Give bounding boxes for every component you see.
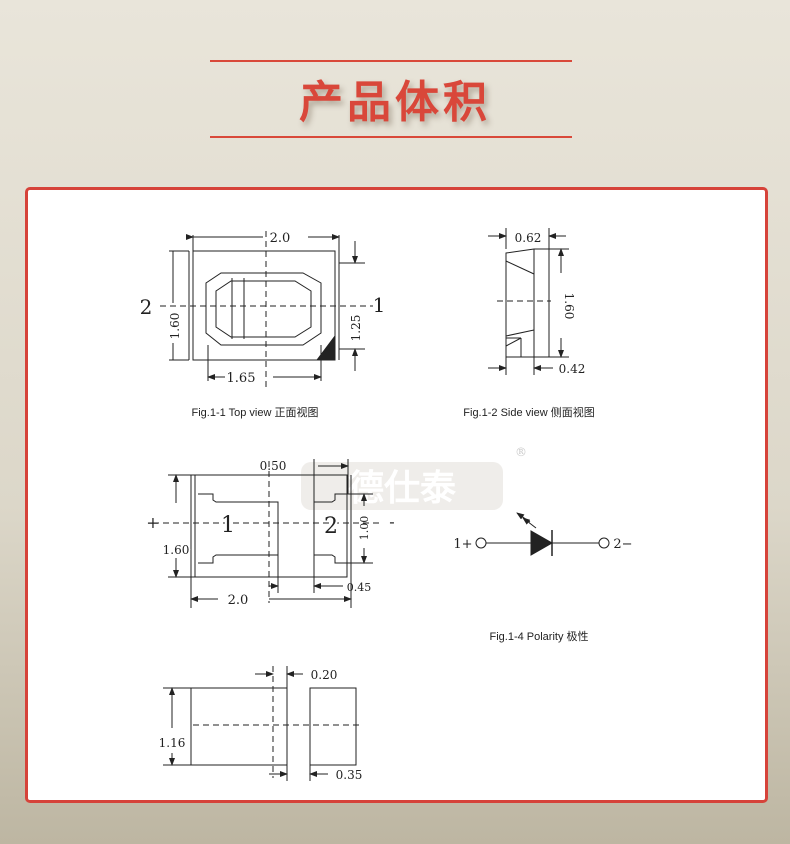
top-view-drawing	[160, 231, 373, 388]
footprint-pad-width-dim: 0.35	[336, 768, 363, 782]
footprint-drawing	[163, 666, 363, 781]
side-bottom-dim: 0.42	[559, 362, 586, 376]
polarity-caption: Fig.1-4 Polarity 极性	[489, 629, 588, 643]
top-view-caption: Fig.1-1 Top view 正面视图	[192, 405, 319, 419]
pad-2-label: 2	[324, 514, 338, 539]
top-height-dim: 1.60	[168, 313, 182, 340]
bottom-width-dim: 2.0	[228, 593, 249, 608]
pad2-width-dim: 0.50	[260, 459, 287, 473]
terminal-2-label: 2−	[613, 537, 632, 552]
pin-2-label: 2	[140, 295, 153, 319]
plus-sign: +	[146, 513, 159, 532]
svg-text:®: ®	[515, 445, 527, 459]
footprint-gap-dim: 0.20	[311, 668, 338, 682]
minus-sign: -	[389, 512, 394, 531]
terminal-1-label: 1+	[453, 537, 472, 552]
side-height-dim: 1.60	[562, 293, 576, 320]
diode-symbol	[475, 512, 610, 556]
top-inner-width-dim: 1.65	[227, 371, 256, 386]
pin-1-label: 1	[373, 293, 386, 317]
bottom-height-dim: 1.60	[163, 543, 190, 557]
side-view-caption: Fig.1-2 Side view 侧面视图	[463, 405, 594, 419]
pad-height-dim: 1.00	[358, 516, 371, 541]
title-bottom-rule	[210, 136, 572, 138]
page-title: 产品体积	[299, 77, 491, 128]
title-top-rule	[210, 60, 572, 62]
top-width-dim: 2.0	[270, 231, 291, 246]
bottom-view-drawing	[153, 459, 381, 608]
svg-text:德仕泰: 德仕泰	[348, 468, 457, 509]
pad-gap-dim: 0.45	[347, 581, 372, 594]
side-view-drawing	[488, 228, 569, 375]
pad-1-label: 1	[221, 513, 235, 538]
dimension-panel: 2.0 1.60 1.25 1.65 2 1 Fig.1-1 Top view …	[25, 187, 768, 803]
side-top-dim: 0.62	[515, 231, 542, 245]
top-inner-height-dim: 1.25	[349, 315, 363, 342]
footprint-height-dim: 1.16	[159, 736, 186, 750]
